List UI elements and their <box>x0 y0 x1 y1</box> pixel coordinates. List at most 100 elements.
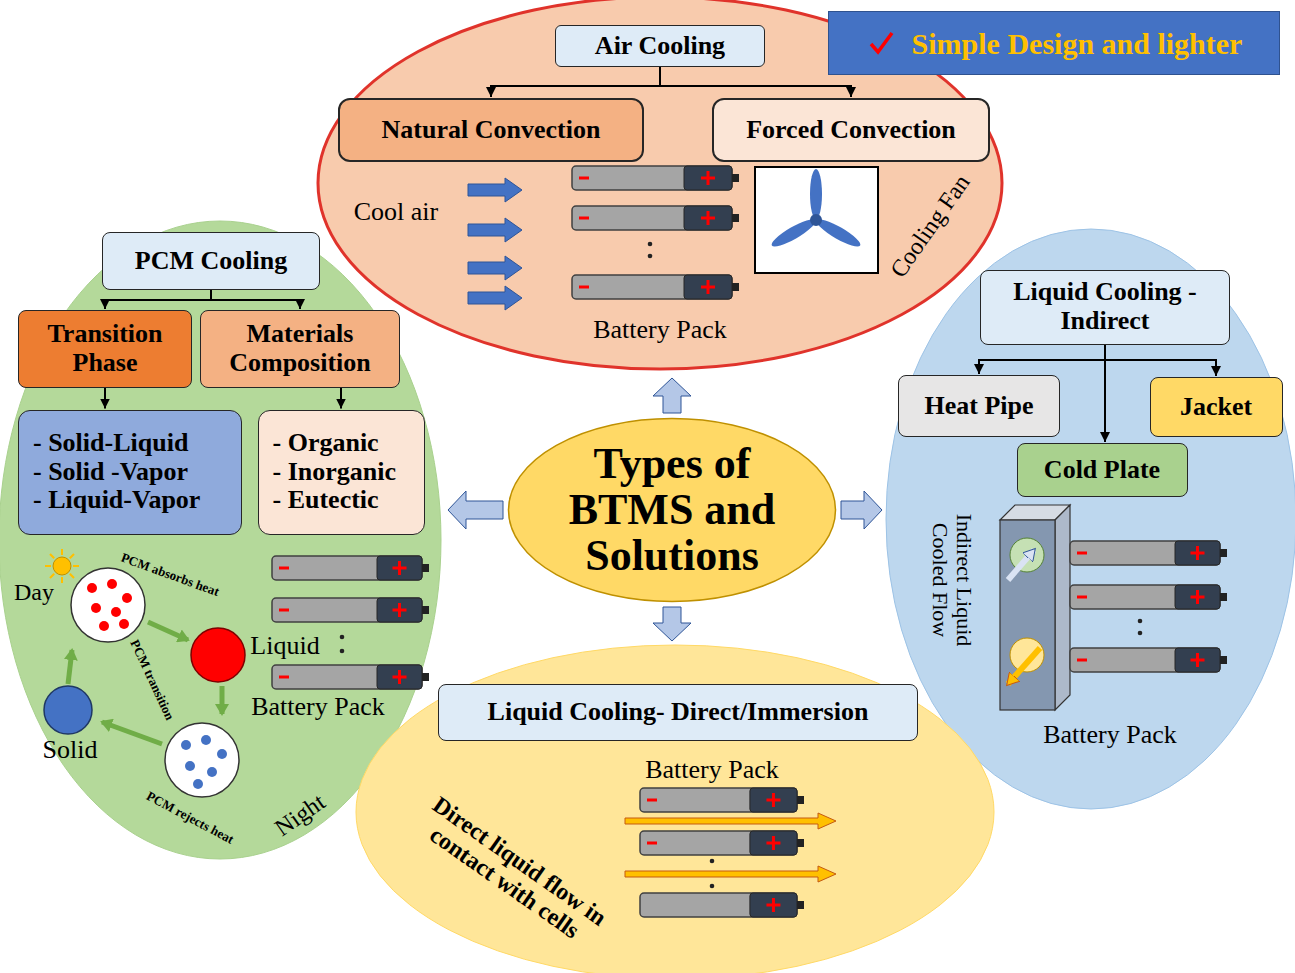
illustration-part <box>393 670 407 684</box>
illustration-part <box>1077 596 1087 599</box>
topic-title: Types of BTMS and Solutions <box>547 441 797 580</box>
ellipsis-dot <box>710 884 715 889</box>
battery-cell <box>572 206 739 230</box>
pcm-cycle <box>44 549 280 803</box>
highlight-banner: Simple Design and lighter <box>828 11 1280 75</box>
coolant-outlet <box>1010 638 1044 672</box>
solid-state <box>44 686 92 734</box>
illustration-part <box>217 749 227 759</box>
box-text: Natural Convection <box>382 116 601 145</box>
illustration-part <box>181 740 191 750</box>
box-text: Materials Composition <box>209 320 391 377</box>
ellipsis-dot <box>340 635 345 640</box>
illustration-part <box>572 166 732 190</box>
method-box: Natural Convection <box>338 98 644 162</box>
illustration-part <box>684 206 732 230</box>
box-text: - Inorganic <box>273 458 397 487</box>
category-box: Liquid Cooling- Direct/Immersion <box>438 684 918 741</box>
plate-side <box>1055 505 1070 710</box>
ellipsis-dot <box>1138 631 1143 636</box>
illustration-part <box>766 793 780 807</box>
connector-arrow <box>104 388 106 409</box>
illustration-part <box>1191 590 1205 604</box>
illustration-part <box>732 283 739 291</box>
illustration-part <box>1220 549 1227 557</box>
illustration-part <box>640 831 797 855</box>
check-mark <box>866 28 896 58</box>
block-arrow <box>653 607 691 641</box>
battery-cell <box>1070 541 1227 565</box>
illustration-part <box>119 619 129 629</box>
ellipse-shape <box>886 229 1295 809</box>
method-box: Heat Pipe <box>898 375 1060 437</box>
connector-arrow <box>491 67 660 97</box>
illustration-part <box>797 839 804 847</box>
flow-arrows <box>468 178 836 882</box>
box-text: - Liquid-Vapor <box>33 486 200 515</box>
box-text: - Solid-Liquid <box>33 429 188 458</box>
region-label: Liquid <box>250 632 319 661</box>
box-text: Liquid Cooling - Indirect <box>989 278 1221 335</box>
cold-plate <box>1000 505 1070 710</box>
connector-arrow <box>1104 345 1106 443</box>
illustration-part <box>750 788 797 812</box>
illustration-part <box>107 579 117 589</box>
ellipsis-dot <box>648 242 653 247</box>
box-text: Forced Convection <box>746 116 956 145</box>
category-box: PCM Cooling <box>102 232 320 290</box>
region-label: Indirect Liquid Cooled Flow <box>928 505 976 655</box>
illustration-part <box>701 211 715 225</box>
ellipse-shape <box>318 0 1002 369</box>
illustration-part <box>1070 648 1220 672</box>
ellipse-shape <box>509 419 836 602</box>
illustration-part <box>102 722 162 744</box>
region-label: Day <box>14 579 54 605</box>
pcm-state-circle <box>71 568 145 642</box>
flow-arrow <box>1008 550 1034 580</box>
illustration-part <box>766 836 780 850</box>
illustration-part <box>111 607 121 617</box>
illustration-part <box>1220 656 1227 664</box>
illustration-part <box>572 275 732 299</box>
illustration-part <box>422 606 429 614</box>
central-topic: Types of BTMS and Solutions <box>507 417 837 603</box>
region-label: Battery Pack <box>593 316 727 345</box>
illustration-part <box>68 650 72 684</box>
air-flow-arrow <box>468 286 522 310</box>
illustration-part <box>1175 648 1220 672</box>
battery-cell <box>572 166 739 190</box>
fan-blade <box>814 215 863 250</box>
illustration-part <box>1070 541 1220 565</box>
pcm-state-circle <box>165 723 239 797</box>
illustration-part <box>647 799 657 802</box>
indirect-liquid-region: Indirect Liquid Cooled FlowBattery PackL… <box>885 228 1295 810</box>
battery-cell <box>272 665 429 689</box>
ellipsis-dot <box>648 254 653 259</box>
region-label: Solid <box>43 736 98 765</box>
sun-rays <box>45 549 79 583</box>
illustration-part <box>701 171 715 185</box>
method-box: Forced Convection <box>712 98 990 162</box>
block-arrow <box>841 491 882 529</box>
air-flow-arrow <box>468 256 522 280</box>
illustration-part <box>797 796 804 804</box>
illustration-part <box>377 665 422 689</box>
fan-blade <box>769 215 818 250</box>
sun-ray <box>61 577 63 583</box>
illustration-part <box>377 598 422 622</box>
illustration-part <box>422 564 429 572</box>
heat-particles <box>87 579 132 631</box>
illustration-part <box>1175 541 1220 565</box>
illustration-part <box>185 761 195 771</box>
illustration-part <box>377 556 422 580</box>
illustration-part <box>201 735 211 745</box>
list-box: - Solid-Liquid- Solid -Vapor- Liquid-Vap… <box>18 410 242 535</box>
battery-cell <box>1070 648 1227 672</box>
sun-ray <box>50 574 54 578</box>
illustration-part <box>640 788 797 812</box>
coolant-inlet <box>1010 538 1044 572</box>
direct-liquid-region: Battery PackDirect liquid flow in contac… <box>355 644 995 973</box>
illustration-part <box>572 206 732 230</box>
connector-arrow <box>105 290 211 309</box>
box-text: Liquid Cooling- Direct/Immersion <box>488 698 869 727</box>
